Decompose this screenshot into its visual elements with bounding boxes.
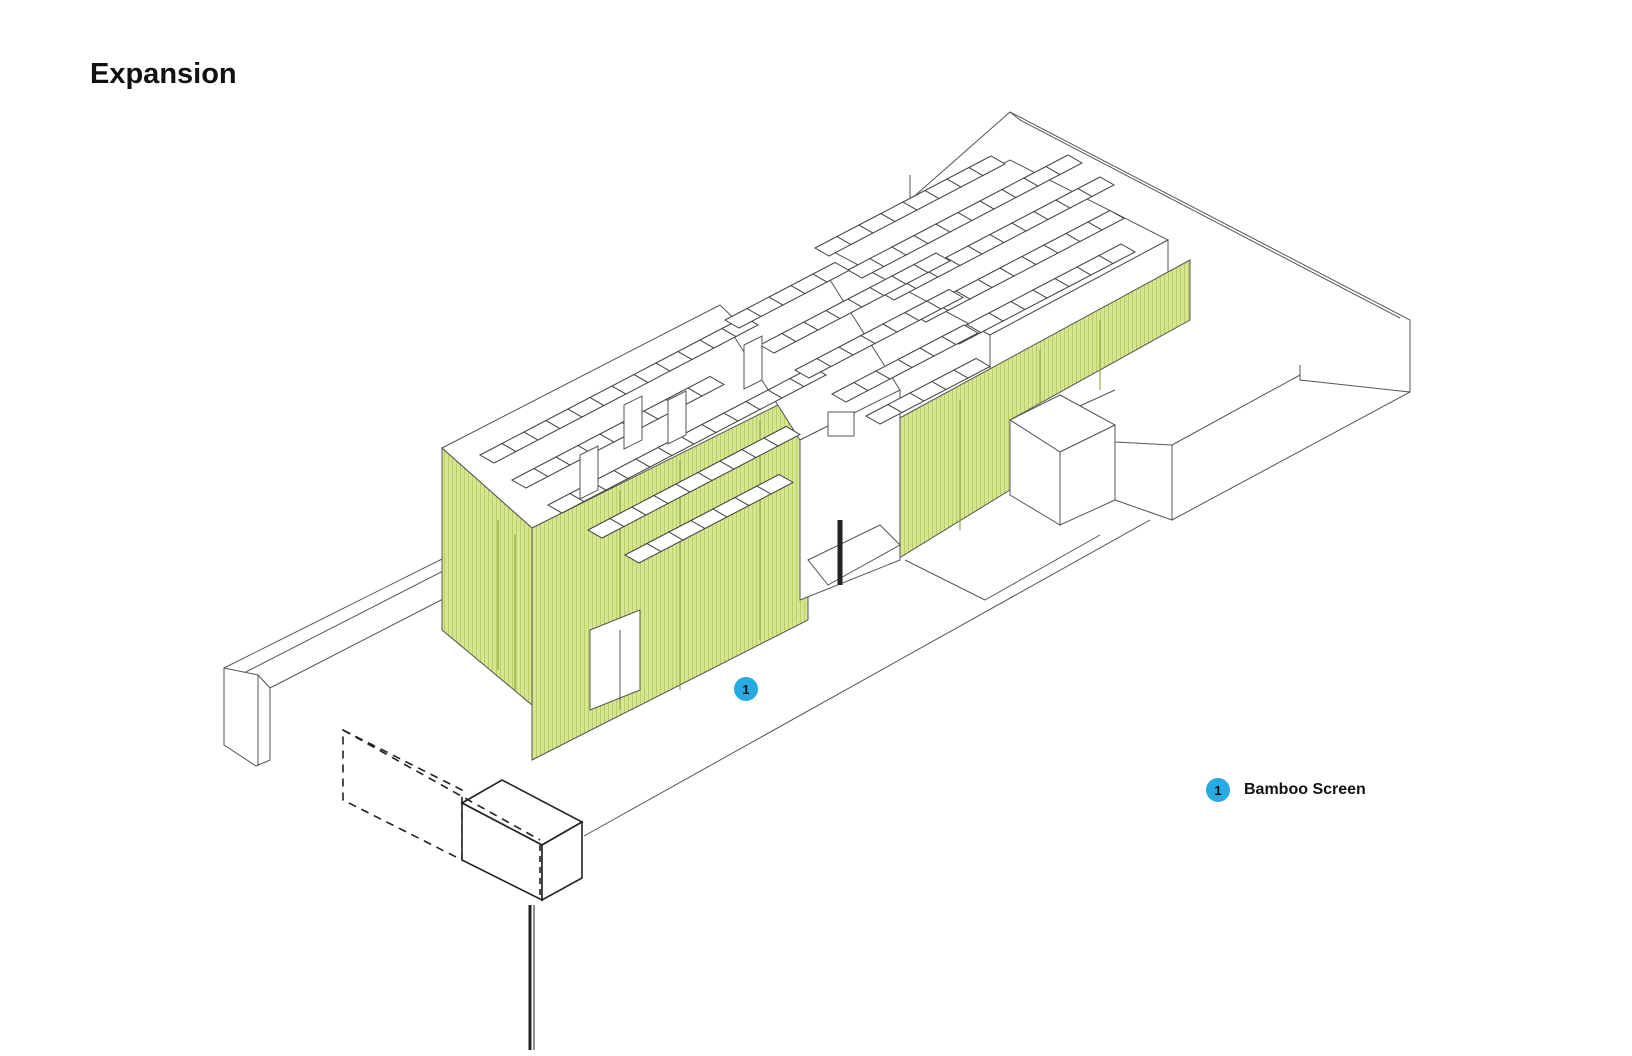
chimneys — [579, 335, 763, 500]
solar-panel — [1086, 209, 1126, 231]
solar-panel — [1076, 176, 1116, 198]
solar-panel — [912, 252, 952, 274]
legend: 1 Bamboo Screen — [1206, 778, 1366, 802]
solar-panel — [967, 155, 1007, 177]
callout-badge-1: 1 — [734, 677, 758, 701]
solar-panel — [811, 261, 851, 283]
solar-panel — [1044, 154, 1084, 176]
solar-panel — [686, 375, 726, 397]
signboard — [342, 728, 584, 1050]
solar-panel — [925, 288, 965, 310]
solar-panel — [952, 357, 992, 379]
solar-panel — [755, 473, 795, 495]
solar-panels — [478, 154, 1137, 564]
solar-panel — [1097, 243, 1137, 265]
left-site-wall — [223, 539, 489, 767]
solar-panel — [940, 324, 980, 346]
legend-badge: 1 — [1206, 778, 1230, 802]
legend-label: Bamboo Screen — [1244, 781, 1366, 798]
solar-panel — [762, 425, 802, 447]
right-house — [828, 159, 1191, 561]
ground-lines — [583, 519, 1151, 837]
page-title: Expansion — [90, 58, 237, 90]
